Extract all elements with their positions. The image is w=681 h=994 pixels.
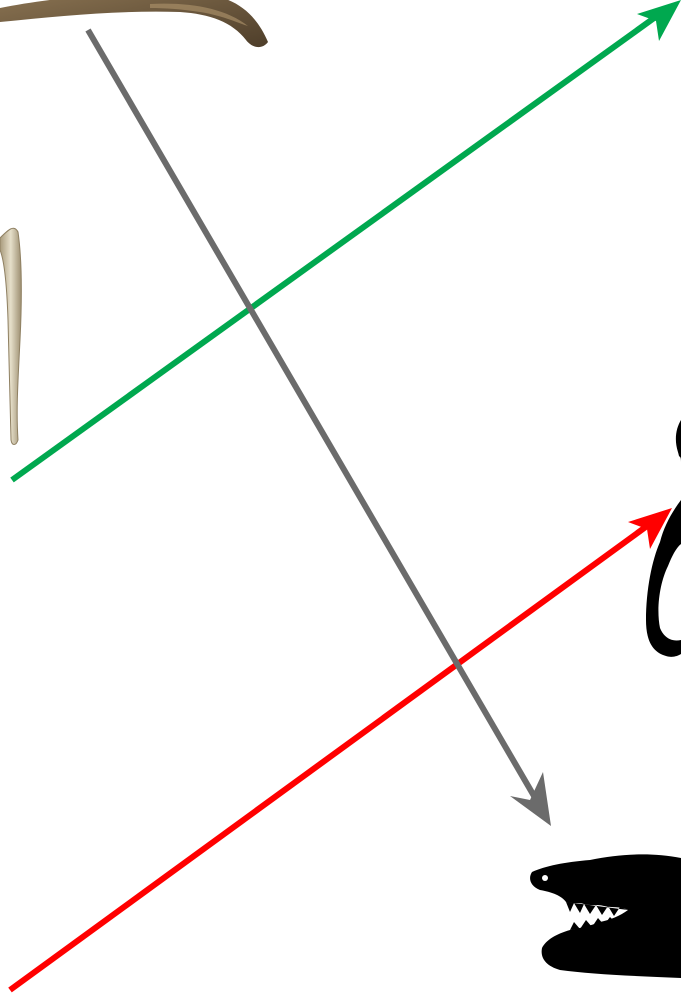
crocodile-head <box>530 854 681 978</box>
dinosaur-fossil-image <box>0 0 268 445</box>
crocodile-silhouette-image <box>530 854 681 978</box>
red-arrow-shaft <box>10 518 658 990</box>
crocodile-nostril <box>542 875 548 881</box>
gray-arrow-head <box>510 772 551 826</box>
fossil-neck-fragment <box>0 0 268 47</box>
green-arrow-head <box>637 0 681 41</box>
green-arrow-shaft <box>12 8 668 480</box>
red-arrow <box>10 508 672 990</box>
fossil-tail-fragment <box>0 228 21 444</box>
gray-arrow <box>88 30 551 826</box>
